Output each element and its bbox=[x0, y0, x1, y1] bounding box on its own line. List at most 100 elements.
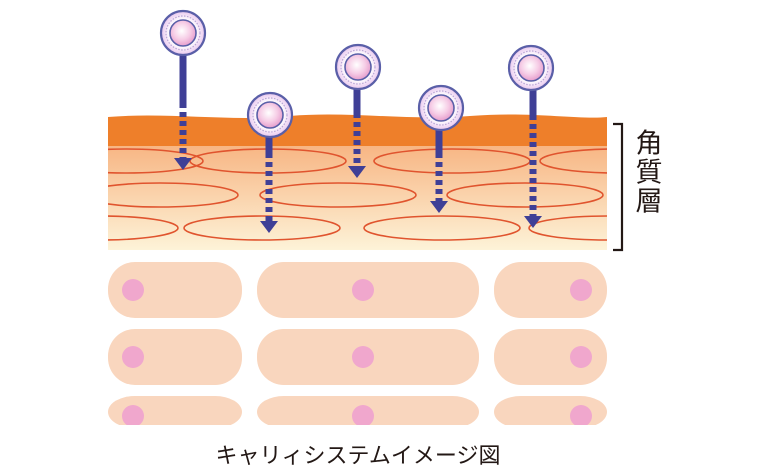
living-cell bbox=[494, 262, 607, 318]
corneocyte-cell bbox=[108, 148, 204, 174]
arrow-dash bbox=[529, 178, 537, 183]
arrow-dash bbox=[529, 205, 537, 210]
arrow-dash bbox=[529, 160, 537, 165]
stratum-corneum-bracket bbox=[613, 122, 624, 252]
arrow-dash bbox=[179, 121, 187, 126]
carrier-core bbox=[427, 94, 455, 122]
arrow-dash bbox=[265, 162, 273, 167]
cell-nucleus bbox=[570, 405, 592, 427]
carrier-membrane bbox=[165, 15, 201, 51]
arrow-head bbox=[348, 166, 366, 178]
corneocyte-cell bbox=[108, 215, 179, 241]
living-cell bbox=[494, 396, 607, 428]
dashed-down-arrow-icon bbox=[348, 89, 366, 178]
corneocyte-cell bbox=[446, 182, 604, 208]
arrow-head bbox=[430, 201, 448, 213]
living-cell-body bbox=[108, 262, 242, 318]
arrow-shaft bbox=[529, 90, 537, 120]
dashed-down-arrow-icon bbox=[174, 55, 192, 170]
arrow-dash bbox=[353, 122, 361, 127]
arrow-dash bbox=[353, 158, 361, 163]
living-cell bbox=[257, 262, 479, 318]
arrow-dash bbox=[179, 148, 187, 153]
arrow-head bbox=[524, 216, 542, 228]
arrow-dash bbox=[265, 171, 273, 176]
bottom-mask bbox=[100, 425, 620, 435]
arrow-dash bbox=[353, 131, 361, 136]
penetration-arrows bbox=[174, 55, 542, 233]
corneocyte-cell bbox=[183, 215, 341, 241]
cell-nucleus bbox=[122, 346, 144, 368]
carrier-core bbox=[517, 54, 545, 82]
carrier-sphere-icon bbox=[246, 91, 294, 139]
arrow-shaft bbox=[179, 55, 187, 108]
arrow-dash bbox=[529, 187, 537, 192]
carrier-membrane bbox=[423, 90, 459, 126]
carrier-sphere-icon bbox=[159, 9, 207, 57]
stratum-corneum-layer bbox=[108, 140, 607, 250]
arrow-dash bbox=[179, 130, 187, 135]
cell-nucleus bbox=[352, 279, 374, 301]
arrow-dash bbox=[353, 149, 361, 154]
living-cell bbox=[108, 262, 242, 318]
dashed-down-arrow-icon bbox=[430, 130, 448, 213]
carrier-membrane bbox=[340, 49, 376, 85]
arrow-dash bbox=[435, 189, 443, 194]
corneocyte-cell bbox=[539, 148, 607, 174]
cell-nucleus bbox=[122, 279, 144, 301]
carrier-particles bbox=[159, 9, 555, 139]
living-cell bbox=[257, 396, 479, 428]
dashed-down-arrow-icon bbox=[260, 133, 278, 233]
cell-nucleus bbox=[122, 405, 144, 427]
arrow-head bbox=[260, 221, 278, 233]
arrow-dash bbox=[179, 112, 187, 117]
corneocyte-cell bbox=[528, 215, 607, 241]
arrow-dash bbox=[435, 180, 443, 185]
arrow-shaft bbox=[353, 89, 361, 118]
arrow-dash bbox=[435, 198, 443, 203]
arrow-dash bbox=[265, 180, 273, 185]
cell-nucleus bbox=[570, 346, 592, 368]
living-cell bbox=[257, 329, 479, 385]
carrier-sphere-icon bbox=[417, 84, 465, 132]
arrow-shaft bbox=[265, 133, 273, 158]
carrier-sphere-icon bbox=[507, 44, 555, 92]
living-cell-body bbox=[494, 329, 607, 385]
cell-nucleus bbox=[352, 346, 374, 368]
corneocyte-cell bbox=[108, 182, 239, 208]
arrow-shaft bbox=[435, 130, 443, 158]
living-cell bbox=[494, 329, 607, 385]
living-cell-body bbox=[108, 329, 242, 385]
arrow-dash bbox=[265, 216, 273, 221]
living-cell bbox=[108, 329, 242, 385]
carrier-core bbox=[256, 101, 284, 129]
carrier-sphere-icon bbox=[334, 43, 382, 91]
arrow-dash bbox=[435, 171, 443, 176]
stratum-corneum-label: 角質層 bbox=[631, 128, 663, 215]
arrow-dash bbox=[353, 140, 361, 145]
arrow-dash bbox=[529, 124, 537, 129]
carrier-membrane bbox=[252, 97, 288, 133]
living-cell bbox=[108, 396, 242, 428]
arrow-dash bbox=[529, 196, 537, 201]
diagram-caption: キャリィシステムイメージ図 bbox=[216, 444, 501, 469]
arrow-dash bbox=[265, 198, 273, 203]
dashed-down-arrow-icon bbox=[524, 90, 542, 228]
arrow-dash bbox=[265, 207, 273, 212]
cell-nucleus bbox=[352, 405, 374, 427]
living-cell-body bbox=[494, 262, 607, 318]
arrow-dash bbox=[529, 133, 537, 138]
carrier-membrane bbox=[513, 50, 549, 86]
arrow-dash bbox=[179, 139, 187, 144]
corneocyte-cell bbox=[363, 215, 521, 241]
cell-nucleus bbox=[570, 279, 592, 301]
arrow-dash bbox=[435, 162, 443, 167]
carrier-core bbox=[169, 19, 197, 47]
arrow-dash bbox=[265, 189, 273, 194]
arrow-dash bbox=[529, 169, 537, 174]
living-cell-layer bbox=[100, 262, 620, 435]
corneocyte-cell bbox=[259, 182, 417, 208]
arrow-head bbox=[174, 158, 192, 170]
carrier-core bbox=[344, 53, 372, 81]
